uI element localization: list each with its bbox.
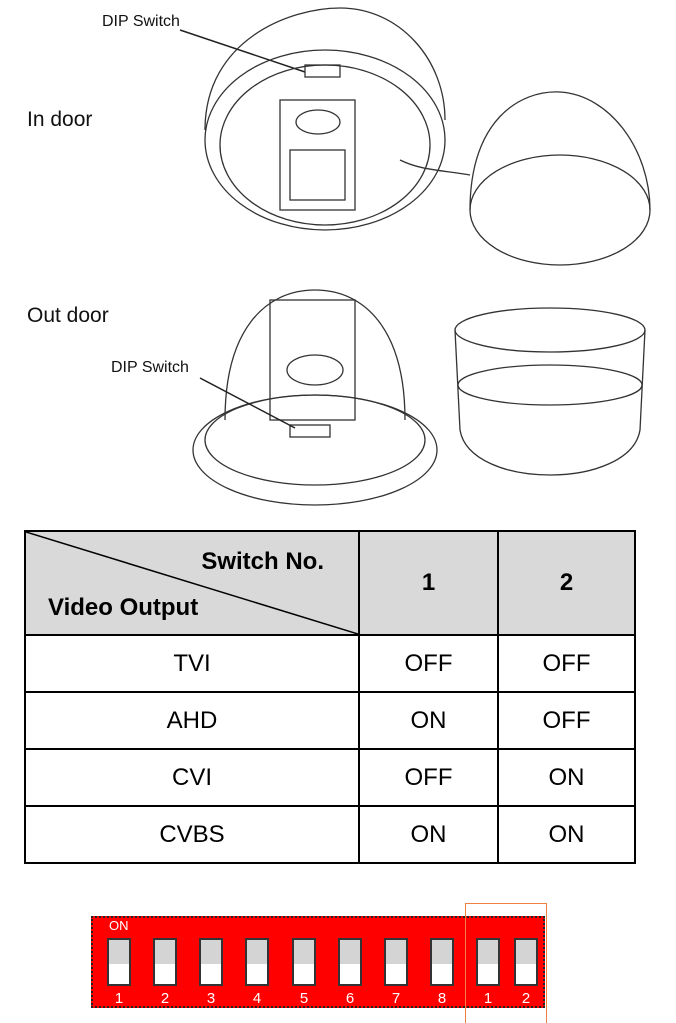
dip-switch-1[interactable] xyxy=(107,938,131,986)
diagonal-line xyxy=(26,532,358,634)
out-door-label: Out door xyxy=(27,304,109,327)
video-output-header: Video Output xyxy=(48,594,199,621)
indoor-camera-drawing xyxy=(179,7,651,266)
dip-switch-4[interactable] xyxy=(245,938,269,986)
switch-2-cell: ON xyxy=(497,805,636,864)
switch-2-cell: OFF xyxy=(497,691,636,750)
switch-no-header: Switch No. xyxy=(201,548,324,575)
dip-switch-8[interactable] xyxy=(430,938,454,986)
switch-1-cell: ON xyxy=(358,805,499,864)
table-header-row: Switch No. Video Output 1 2 xyxy=(24,530,636,636)
dip-switch-board: ON 1 2 3 4 5 6 7 8 1 2 xyxy=(91,916,545,1008)
dip-switch-number: 7 xyxy=(391,990,401,1007)
outdoor-camera-drawing xyxy=(192,289,646,506)
switch-1-cell: ON xyxy=(358,691,499,750)
dip-switch-number: 8 xyxy=(437,990,447,1007)
dip-switch-label-outdoor: DIP Switch xyxy=(111,359,189,376)
switch-1-cell: OFF xyxy=(358,634,499,693)
dip-switch-number: 1 xyxy=(483,990,493,1007)
dip-switch-number: 4 xyxy=(252,990,262,1007)
dip-switch-number: 3 xyxy=(206,990,216,1007)
dip-switch-number: 5 xyxy=(299,990,309,1007)
dip-switch-7[interactable] xyxy=(384,938,408,986)
dip-switch-3[interactable] xyxy=(199,938,223,986)
dip-switch-2[interactable] xyxy=(153,938,177,986)
diagonal-header-cell: Switch No. Video Output xyxy=(24,530,360,636)
output-cell: CVBS xyxy=(24,805,360,864)
output-cell: CVI xyxy=(24,748,360,807)
on-label: ON xyxy=(109,918,129,933)
dip-switch-label-indoor: DIP Switch xyxy=(102,13,180,30)
switch-2-header: 2 xyxy=(497,530,636,636)
switch-1-cell: OFF xyxy=(358,748,499,807)
dip-switch-number: 2 xyxy=(521,990,531,1007)
dip-switch-9[interactable] xyxy=(476,938,500,986)
output-cell: TVI xyxy=(24,634,360,693)
dip-switch-number: 1 xyxy=(114,990,124,1007)
switch-2-cell: OFF xyxy=(497,634,636,693)
video-switch-highlight xyxy=(465,903,547,1023)
switch-2-cell: ON xyxy=(497,748,636,807)
dip-switch-5[interactable] xyxy=(292,938,316,986)
camera-illustrations xyxy=(179,7,651,506)
dip-switch-number: 6 xyxy=(345,990,355,1007)
dip-switch-10[interactable] xyxy=(514,938,538,986)
switch-1-header: 1 xyxy=(358,530,499,636)
in-door-label: In door xyxy=(27,108,93,131)
dip-switch-6[interactable] xyxy=(338,938,362,986)
dip-switch-number: 2 xyxy=(160,990,170,1007)
output-cell: AHD xyxy=(24,691,360,750)
